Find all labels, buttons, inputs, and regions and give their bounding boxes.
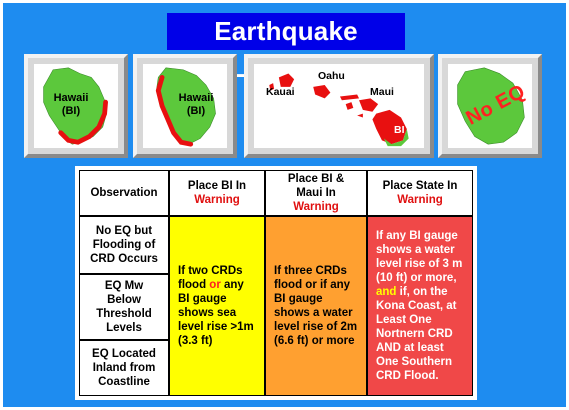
criteria-part: If two CRDs flood bbox=[178, 265, 243, 291]
big-island-map bbox=[43, 67, 108, 145]
big-island-south-green bbox=[383, 128, 409, 147]
header-place-state-text: Place State In bbox=[382, 180, 458, 192]
observation-row-1: No EQ but Flooding of CRD Occurs bbox=[79, 216, 169, 274]
place-state-criteria-text: If any BI gauge shows a water level rise… bbox=[376, 229, 464, 383]
tile-state-map: Kauai Oahu Maui BI bbox=[244, 54, 434, 158]
tile-label: Hawaii (BI) bbox=[53, 92, 89, 117]
header-observation-text: Observation bbox=[90, 187, 158, 199]
island-shape bbox=[457, 67, 525, 145]
flood-coast-line bbox=[58, 99, 108, 145]
oahu-label: Oahu bbox=[318, 70, 345, 82]
big-island-map bbox=[457, 67, 525, 145]
molokai-island bbox=[339, 94, 360, 101]
observation-row-3: EQ Located Inland from Coastline bbox=[79, 340, 169, 396]
observation-text: EQ Mw Below Threshold Levels bbox=[96, 280, 152, 334]
observation-row-2: EQ Mw Below Threshold Levels bbox=[79, 274, 169, 340]
tile-no-eq: No EQ bbox=[438, 54, 542, 158]
header-maui-text: Maui In bbox=[296, 187, 336, 199]
tile-canvas: Kauai Oahu Maui BI bbox=[254, 64, 424, 148]
tile-bi-south-coast: Hawaii (BI) bbox=[24, 54, 128, 158]
tile-canvas: Hawaii (BI) bbox=[34, 64, 118, 148]
observation-text: EQ Located Inland from Coastline bbox=[92, 348, 156, 388]
big-island-map bbox=[155, 67, 216, 147]
place-bi-criteria: If two CRDs flood or any BI gauge shows … bbox=[169, 216, 265, 396]
place-bi-criteria-text: If two CRDs flood or any BI gauge shows … bbox=[178, 264, 256, 348]
kauai-label: Kauai bbox=[266, 86, 295, 98]
tile-label: Hawaii (BI) bbox=[178, 92, 214, 117]
kahoolawe-island bbox=[357, 113, 363, 118]
page-title: Earthquake Location bbox=[167, 13, 405, 83]
header-place-bi-text: Place BI In bbox=[187, 180, 247, 192]
criteria-and: and bbox=[376, 286, 397, 298]
lanai-island bbox=[345, 102, 354, 110]
place-bi-maui-criteria-text: If three CRDs flood or if any BI gauge s… bbox=[274, 265, 358, 347]
place-bi-maui-criteria: If three CRDs flood or if any BI gauge s… bbox=[265, 216, 367, 396]
big-island bbox=[372, 109, 407, 145]
hawaii-state-map bbox=[269, 73, 409, 147]
header-warning-text: Warning bbox=[397, 194, 443, 206]
header-observation: Observation bbox=[79, 170, 169, 216]
kauai-island bbox=[278, 73, 295, 87]
bi-label: BI bbox=[394, 124, 405, 136]
header-place-state: Place State In Warning bbox=[367, 170, 473, 216]
header-place-bi: Place BI In Warning bbox=[169, 170, 265, 216]
criteria-part: any BI gauge shows sea level rise >1m (3… bbox=[178, 279, 254, 347]
flood-coast-line bbox=[155, 74, 194, 147]
maui-island bbox=[359, 98, 379, 112]
criteria-part: If any BI gauge shows a water level rise… bbox=[376, 230, 463, 284]
maui-label: Maui bbox=[370, 86, 394, 98]
header-place-bi-maui: Place BI & Maui In Warning bbox=[265, 170, 367, 216]
tile-canvas: No EQ bbox=[448, 64, 532, 148]
observation-text: No EQ but Flooding of CRD Occurs bbox=[90, 225, 158, 265]
island-shape bbox=[43, 67, 107, 145]
oahu-island bbox=[313, 85, 331, 99]
criteria-or: or bbox=[209, 279, 221, 291]
warning-criteria-table: Observation Place BI In Warning Place BI… bbox=[75, 166, 477, 400]
tile-canvas: Hawaii (BI) bbox=[143, 64, 227, 148]
criteria-part: if, on the Kona Coast, at Least One Nort… bbox=[376, 286, 457, 382]
place-state-criteria: If any BI gauge shows a water level rise… bbox=[367, 216, 473, 396]
niihau-island bbox=[269, 83, 275, 91]
header-warning-text: Warning bbox=[194, 194, 240, 206]
tile-bi-west-coast: Hawaii (BI) bbox=[133, 54, 237, 158]
header-place-bi-maui-text: Place BI & bbox=[287, 173, 345, 185]
header-warning-text: Warning bbox=[293, 201, 339, 213]
